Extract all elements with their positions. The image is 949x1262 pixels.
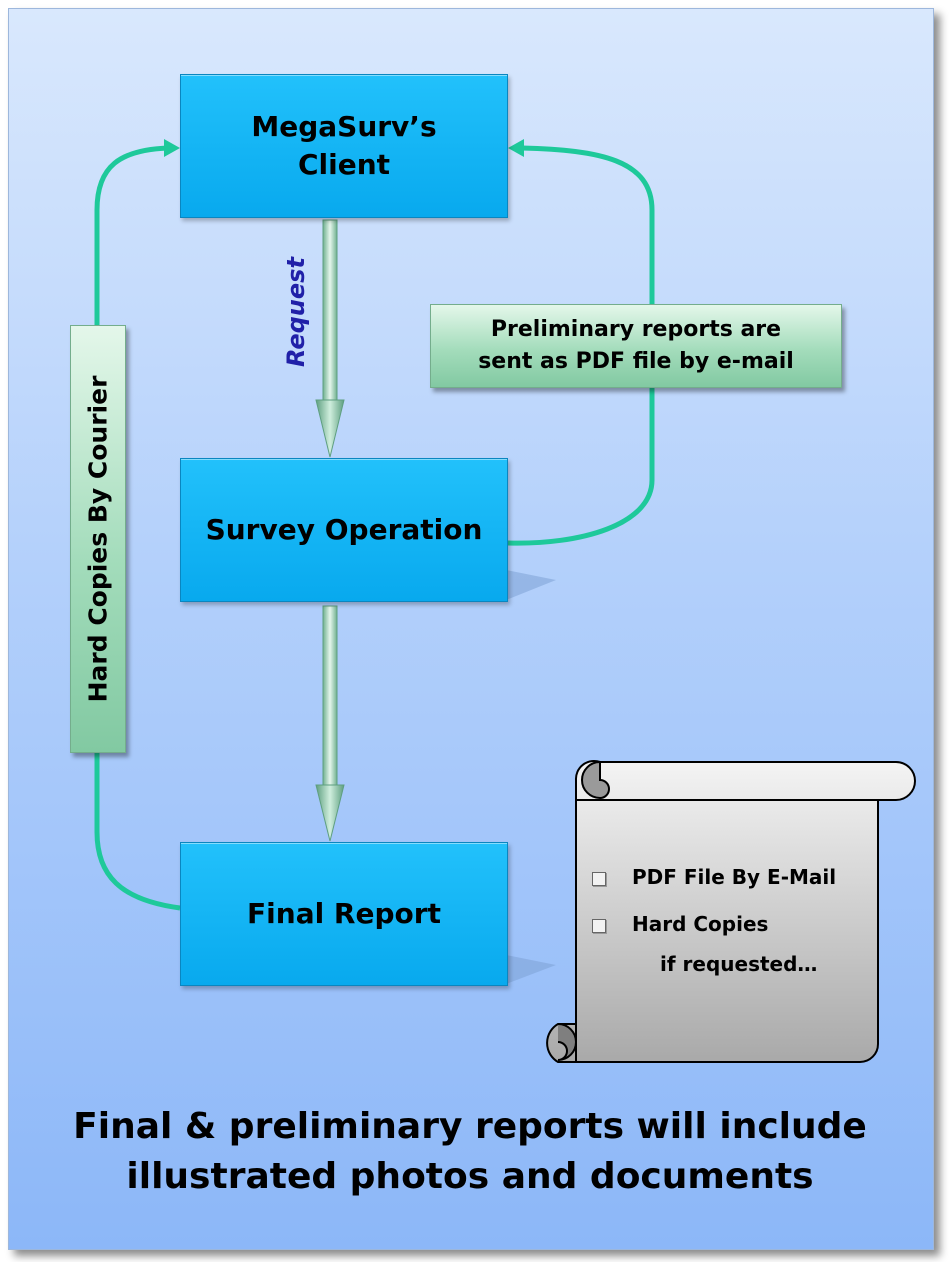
- final-report-box: Final Report: [180, 842, 508, 986]
- final-report-text: Final Report: [247, 897, 441, 930]
- prelim-arrowhead: [508, 139, 524, 157]
- scroll-shape: [546, 759, 916, 1063]
- client-box-line1: MegaSurv’s: [251, 110, 437, 143]
- box-shadow-wedge: [506, 570, 556, 600]
- survey-operation-box: Survey Operation: [180, 458, 508, 602]
- preliminary-reports-line1: Preliminary reports are: [490, 317, 782, 342]
- courier-arrowhead: [164, 139, 180, 157]
- client-box: MegaSurv’s Client: [180, 74, 508, 218]
- preliminary-reports-line2: sent as PDF file by e-mail: [478, 349, 794, 374]
- footer-line1: Final & preliminary reports will include: [73, 1106, 867, 1147]
- hard-copies-courier-text: Hard Copies By Courier: [83, 375, 113, 703]
- scroll-item-hard-copies-note: if requested…: [660, 952, 818, 976]
- footer-caption: Final & preliminary reports will include…: [8, 1102, 932, 1202]
- footer-line2: illustrated photos and documents: [126, 1156, 814, 1197]
- checkbox-icon: [592, 872, 606, 886]
- checkbox-icon: [592, 919, 606, 933]
- hard-copies-courier-label: Hard Copies By Courier: [70, 325, 126, 753]
- request-arrow: [315, 219, 345, 458]
- scroll-item-pdf-text: PDF File By E-Mail: [632, 865, 837, 889]
- courier-connector: [94, 145, 181, 911]
- scroll-item-hard-copies-text: Hard Copies: [632, 912, 769, 936]
- scroll-item-hard-copies: Hard Copies if requested…: [592, 912, 862, 984]
- final-arrow: [315, 605, 345, 842]
- scroll-item-pdf: PDF File By E-Mail: [592, 865, 862, 897]
- box-shadow-wedge: [506, 955, 556, 984]
- client-box-line2: Client: [297, 148, 391, 181]
- preliminary-reports-label: Preliminary reports are sent as PDF file…: [430, 304, 842, 388]
- request-label: Request: [282, 257, 310, 367]
- scroll-content: PDF File By E-Mail Hard Copies if reques…: [592, 865, 862, 1000]
- survey-operation-text: Survey Operation: [205, 513, 483, 546]
